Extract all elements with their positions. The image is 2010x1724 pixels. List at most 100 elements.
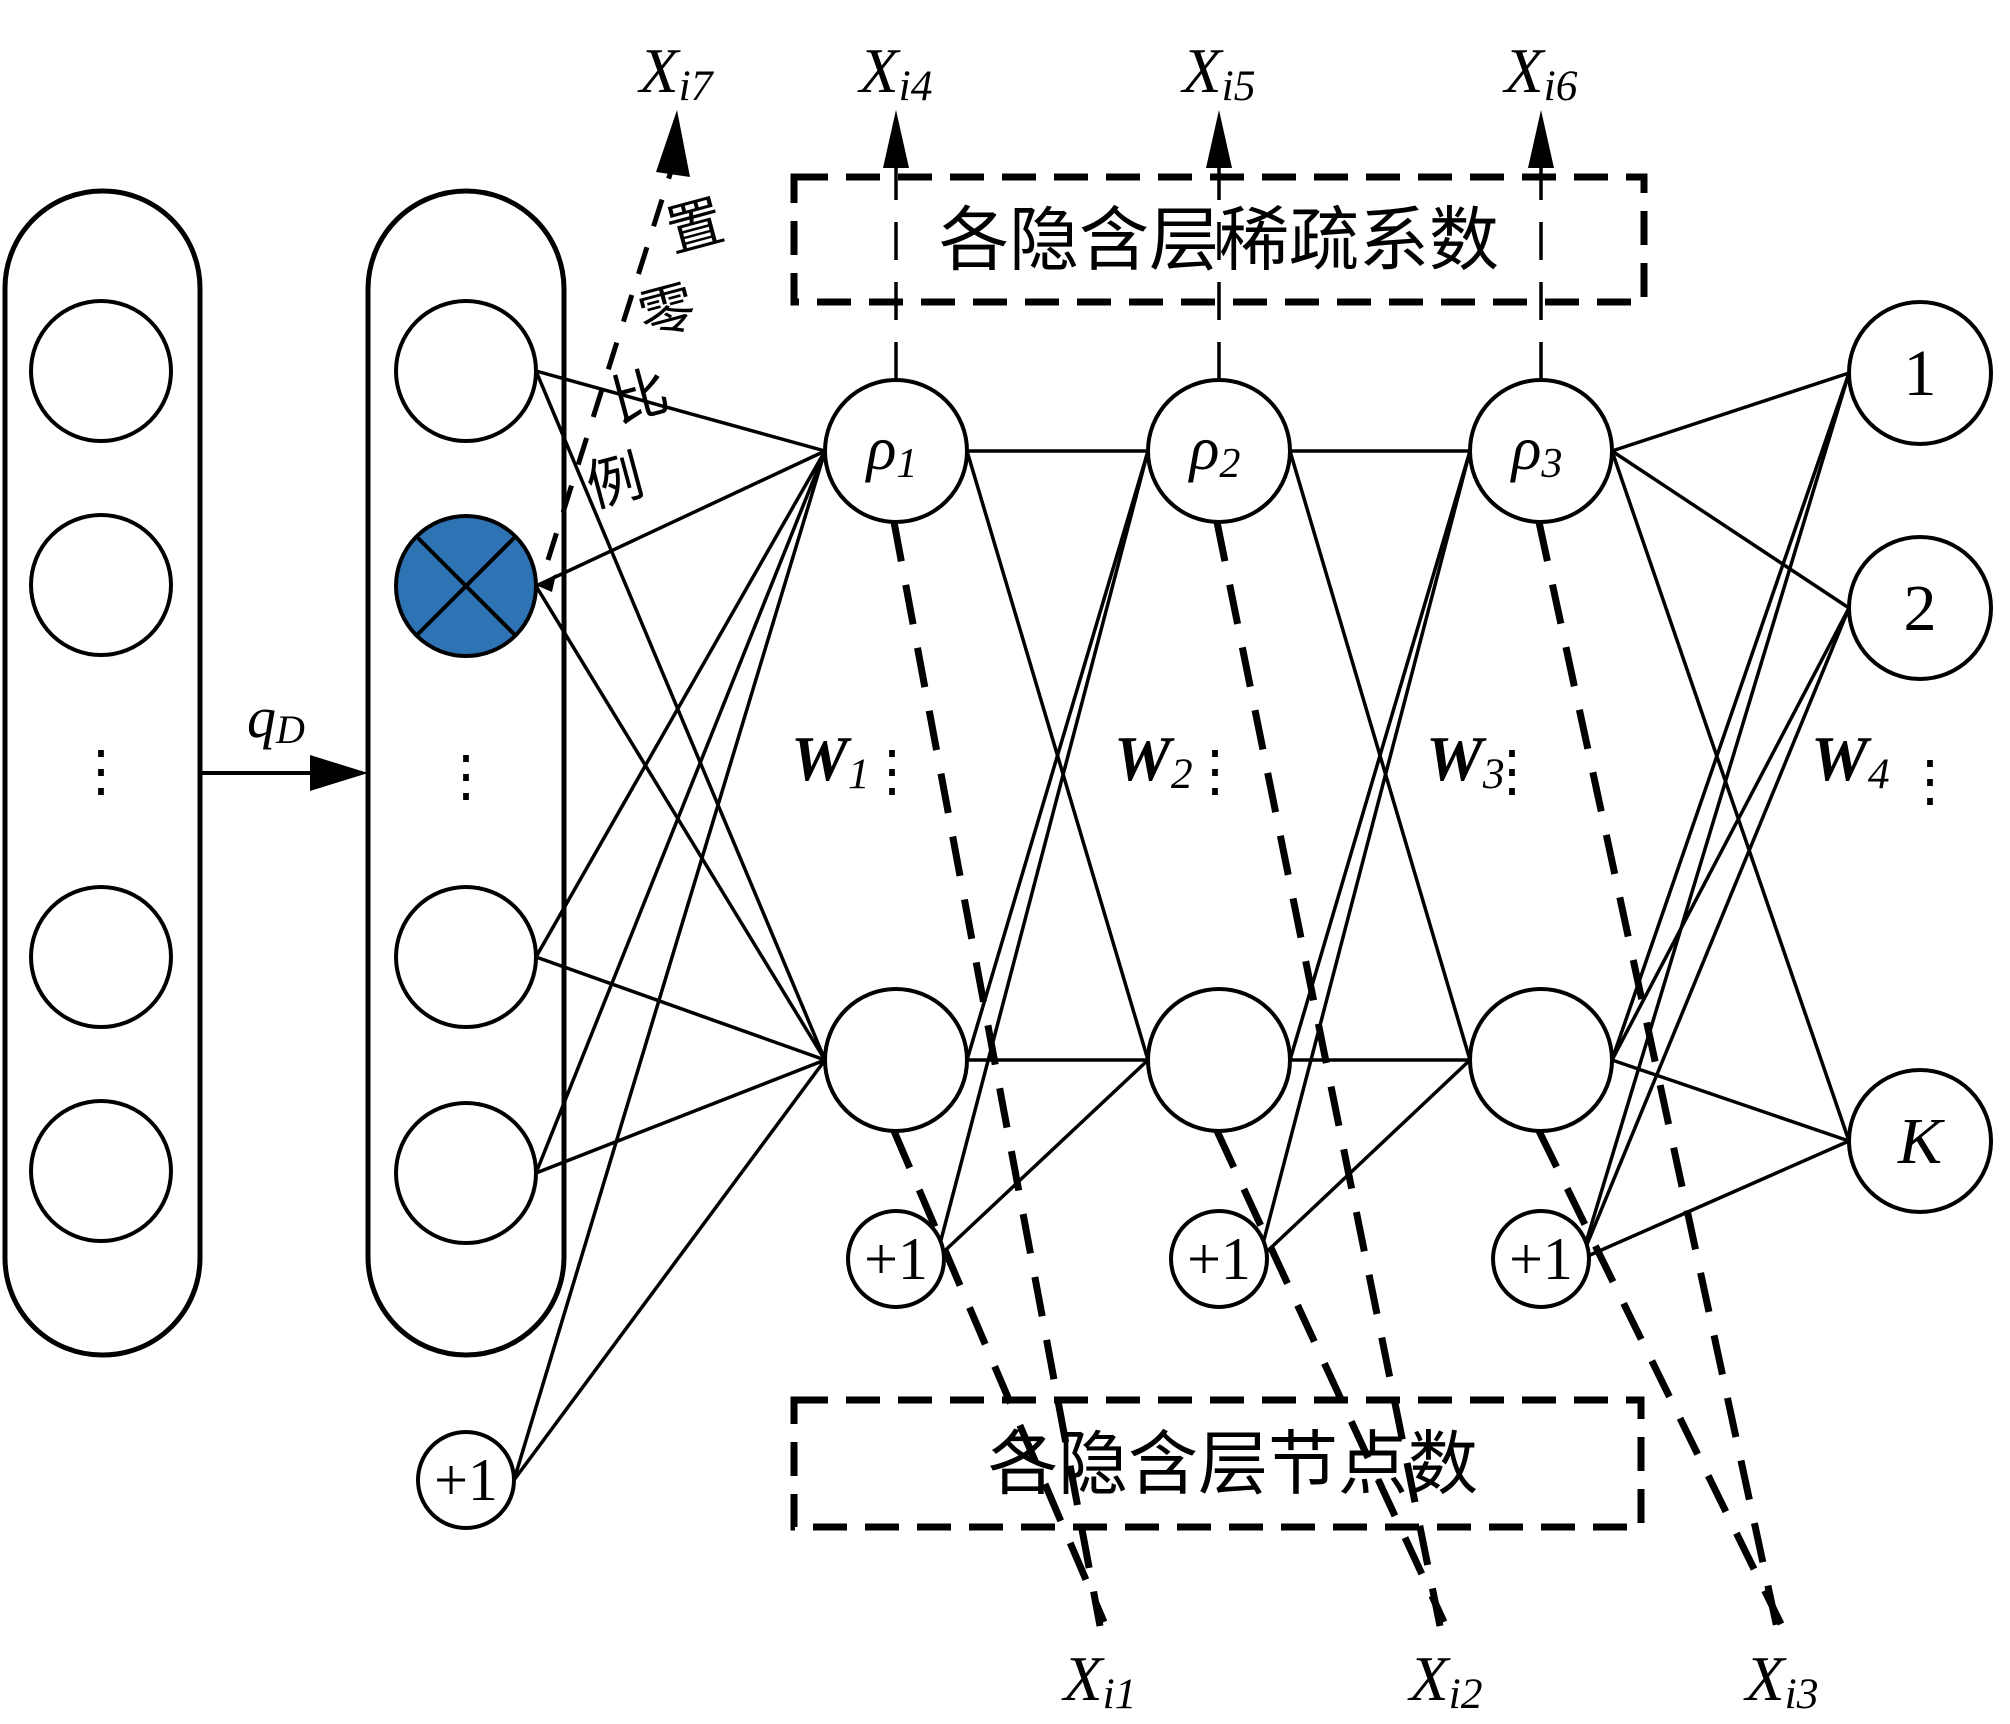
top-output-label: Xi6: [1502, 35, 1578, 110]
arrow-up-icon: [1528, 110, 1554, 168]
dropout-ratio-label: 置 零 比 例: [580, 188, 731, 520]
rho-label: ρ1: [865, 415, 918, 487]
hidden-node-rho: [823, 378, 969, 524]
output-node-label: 2: [1904, 572, 1937, 645]
input-node: [394, 1101, 538, 1245]
input-ellipsis: ⋮: [438, 746, 494, 808]
bottom-output-label: Xi2: [1407, 1643, 1483, 1718]
weight-label: W3: [1426, 723, 1505, 798]
connection-line: [1610, 450, 1851, 1142]
dropout-char: 零: [632, 273, 703, 350]
output-ellipsis: ⋮: [1902, 751, 1958, 813]
hidden-node: [823, 987, 969, 1133]
sparsity-box: 各隐含层稀疏系数: [790, 173, 1648, 306]
connection-line: [535, 1058, 826, 1175]
connection-line: [1580, 1139, 1850, 1261]
weight-label: W1: [791, 723, 870, 798]
output-node: [1847, 535, 1993, 681]
top-output-label: Xi4: [857, 35, 933, 110]
connection-line: [535, 955, 826, 1062]
input-node: [29, 299, 173, 443]
connection-line: [1257, 1058, 1472, 1261]
hidden-ellipsis: ⋮: [864, 741, 920, 803]
node-count-link-line: [890, 1129, 1108, 1624]
connection-line: [512, 1058, 827, 1482]
input-ellipsis: ⋮: [73, 741, 129, 803]
bias-label: +1: [864, 1226, 928, 1292]
connection-lines: [512, 369, 1851, 1482]
mapping-label: qD: [247, 685, 305, 752]
network-nodes: [394, 299, 1993, 1530]
input-layer-dropout: ⋮: [365, 188, 567, 1358]
bottom-output-label: Xi3: [1743, 1643, 1819, 1718]
arrow-up-icon: [656, 110, 690, 177]
connection-line: [534, 370, 827, 1061]
hidden-node: [1468, 987, 1614, 1133]
output-node: [1847, 300, 1993, 446]
arrow-up-icon: [883, 110, 909, 168]
sparsity-box-label: 各隐含层稀疏系数: [939, 199, 1499, 281]
weight-label: W2: [1114, 723, 1193, 798]
dropout-char: 比: [605, 358, 676, 435]
top-output-label: Xi5: [1180, 35, 1256, 110]
labels: +1ρ1+1W1⋮Xi4Xi1ρ2+1W2⋮Xi5Xi2ρ3+1W3⋮Xi6Xi…: [434, 35, 1958, 1718]
input-node: [394, 299, 538, 443]
node-count-box-label: 各隐含层节点数: [988, 1423, 1478, 1505]
connection-line: [934, 1058, 1150, 1261]
node-count-link-line: [1213, 1129, 1448, 1624]
weight-label: W4: [1811, 723, 1890, 798]
node-count-box: 各隐含层节点数: [790, 1396, 1645, 1531]
input-layer-dropout-container: [365, 188, 567, 1358]
arrow-left-icon: [538, 574, 556, 592]
dashed-output-lines: [538, 110, 1785, 1629]
hidden-bias-node: [846, 1209, 946, 1309]
output-node-label: 1: [1904, 337, 1937, 410]
input-node: [29, 1099, 173, 1243]
input-node: [29, 885, 173, 1029]
hidden-node-rho: [1468, 378, 1614, 524]
dropout-char: 例: [580, 443, 651, 520]
cross-icon: [415, 535, 517, 637]
dropout-output-label: Xi7: [637, 35, 715, 110]
input-node: [29, 513, 173, 657]
dropout-link-line: [545, 167, 675, 561]
connection-line: [1610, 372, 1851, 1061]
connection-line: [535, 369, 826, 453]
connection-line: [1288, 450, 1472, 1061]
bias-label: +1: [1187, 1226, 1251, 1292]
connection-line: [1610, 607, 1851, 1061]
output-node-label: K: [1897, 1105, 1945, 1178]
dropped-connection: [535, 449, 826, 588]
hidden-ellipsis: ⋮: [1187, 741, 1243, 803]
input-node: [394, 885, 538, 1029]
bias-label: +1: [434, 1447, 498, 1513]
connection-line: [1611, 1058, 1850, 1143]
hidden-node: [1146, 987, 1292, 1133]
rho-label: ρ2: [1188, 415, 1241, 487]
arrow-up-icon: [1206, 110, 1232, 168]
bottom-output-label: Xi1: [1061, 1643, 1137, 1718]
connection-line: [1611, 449, 1850, 610]
node-count-link-line: [890, 521, 1104, 1627]
hidden-node-rho: [1146, 378, 1292, 524]
input-bias-node: [416, 1430, 516, 1530]
output-node: [1847, 1068, 1993, 1214]
rho-label: ρ3: [1510, 415, 1563, 487]
hidden-bias-node: [1491, 1209, 1591, 1309]
connection-line: [512, 450, 827, 1481]
connection-line: [1611, 371, 1850, 453]
node-count-link-line: [1535, 1129, 1785, 1626]
connection-line: [534, 450, 827, 1174]
mapping-arrow: qD: [200, 685, 368, 791]
arrow-head-icon: [310, 755, 368, 791]
connection-line: [934, 450, 1150, 1260]
bias-label: +1: [1509, 1226, 1573, 1292]
hidden-bias-node: [1169, 1209, 1269, 1309]
connection-line: [965, 450, 1150, 1061]
connection-line: [1579, 607, 1851, 1260]
dropped-connection: [534, 585, 827, 1061]
dropout-char: 置: [660, 188, 731, 265]
connection-line: [534, 450, 827, 958]
hidden-ellipsis: ⋮: [1484, 741, 1540, 803]
